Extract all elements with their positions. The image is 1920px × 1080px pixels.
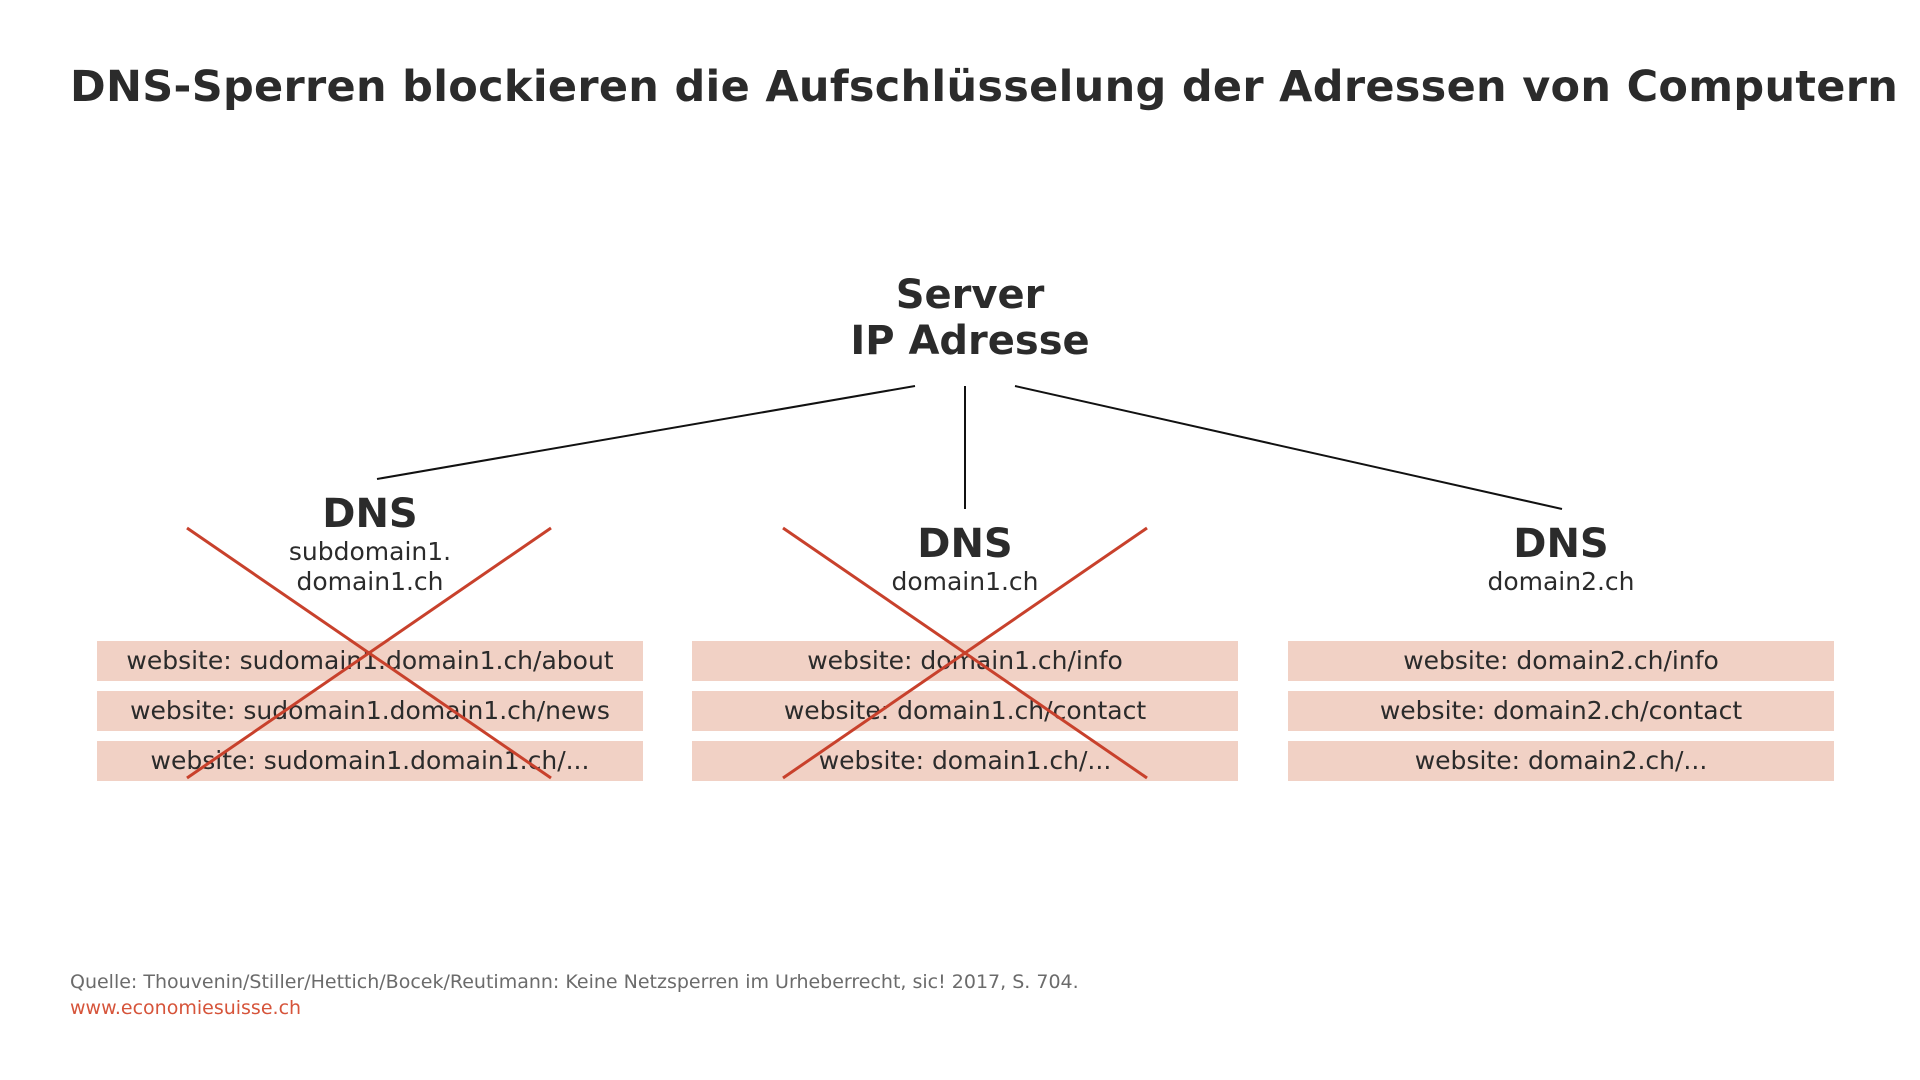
website-list-domain1: website: domain1.ch/info website: domain…: [692, 641, 1238, 791]
dns-node-subdomain1: DNS subdomain1. domain1.ch: [97, 491, 643, 597]
server-label: Server: [895, 272, 1045, 318]
dns-label: DNS: [917, 521, 1013, 567]
connector-line-left: [376, 385, 916, 480]
source-url-link[interactable]: www.economiesuisse.ch: [70, 997, 302, 1019]
website-list-domain2: website: domain2.ch/info website: domain…: [1288, 641, 1834, 791]
dns-domain-label: subdomain1. domain1.ch: [288, 537, 452, 596]
server-ip-label: IP Adresse: [850, 318, 1090, 364]
website-entry: website: domain1.ch/info: [692, 641, 1238, 681]
website-entry: website: sudomain1.domain1.ch/...: [97, 741, 643, 781]
website-entry: website: domain1.ch/contact: [692, 691, 1238, 731]
source-citation: Quelle: Thouvenin/Stiller/Hettich/Bocek/…: [70, 971, 1079, 993]
server-node: Server IP Adresse: [810, 272, 1130, 364]
dns-domain-label: domain2.ch: [1487, 567, 1635, 596]
website-entry: website: sudomain1.domain1.ch/news: [97, 691, 643, 731]
dns-domain-label: domain1.ch: [891, 567, 1039, 596]
connector-line-right: [1014, 385, 1563, 510]
dns-node-domain2: DNS domain2.ch: [1288, 521, 1834, 597]
website-entry: website: domain2.ch/contact: [1288, 691, 1834, 731]
website-entry: website: domain1.ch/...: [692, 741, 1238, 781]
website-entry: website: domain2.ch/info: [1288, 641, 1834, 681]
dns-label: DNS: [322, 491, 418, 537]
website-entry: website: sudomain1.domain1.ch/about: [97, 641, 643, 681]
website-list-subdomain1: website: sudomain1.domain1.ch/about webs…: [97, 641, 643, 791]
dns-node-domain1: DNS domain1.ch: [692, 521, 1238, 597]
website-entry: website: domain2.ch/...: [1288, 741, 1834, 781]
page-title: DNS-Sperren blockieren die Aufschlüsselu…: [70, 62, 1899, 112]
dns-label: DNS: [1513, 521, 1609, 567]
